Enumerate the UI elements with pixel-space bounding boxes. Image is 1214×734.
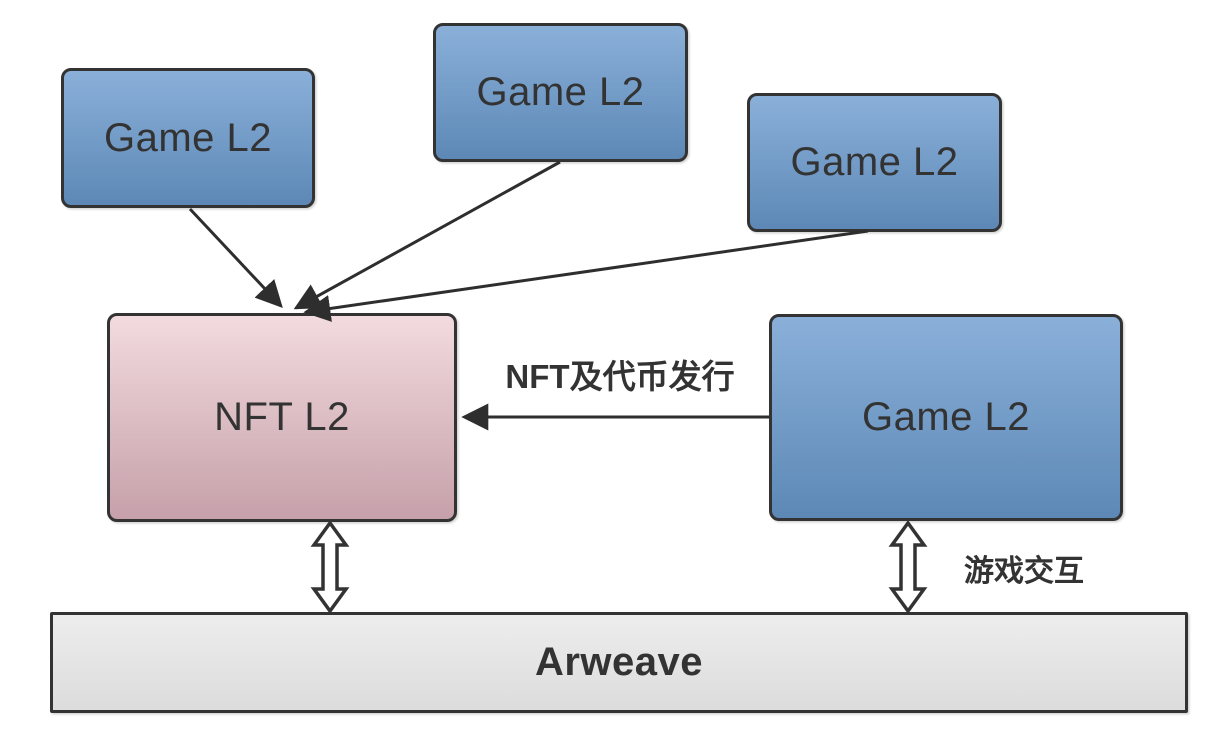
node-arweave: Arweave — [50, 612, 1188, 713]
node-nft-l2: NFT L2 — [107, 313, 457, 522]
node-label: Game L2 — [103, 115, 273, 160]
edge-label-nft-token-issuance: NFT及代币发行 — [505, 358, 735, 395]
node-game-l2-top-left: Game L2 — [61, 68, 315, 208]
arrow-game-top-mid-to-nft — [293, 160, 561, 310]
node-label: Game L2 — [861, 395, 1031, 439]
node-label: Arweave — [534, 640, 704, 684]
node-label: Game L2 — [790, 140, 959, 184]
arrow-game-top-left-to-nft — [188, 207, 283, 308]
node-game-l2-top-right: Game L2 — [747, 93, 1002, 232]
double-arrow-game-arweave — [888, 520, 928, 614]
node-game-l2-right: Game L2 — [769, 314, 1123, 521]
edge-label-game-interaction: 游戏交互 — [964, 555, 1084, 588]
node-label: Game L2 — [476, 70, 645, 114]
arrow-game-top-right-to-nft — [303, 229, 869, 322]
node-game-l2-top-middle: Game L2 — [433, 23, 688, 162]
double-arrow-nft-arweave — [310, 520, 350, 614]
node-label: NFT L2 — [214, 395, 350, 439]
